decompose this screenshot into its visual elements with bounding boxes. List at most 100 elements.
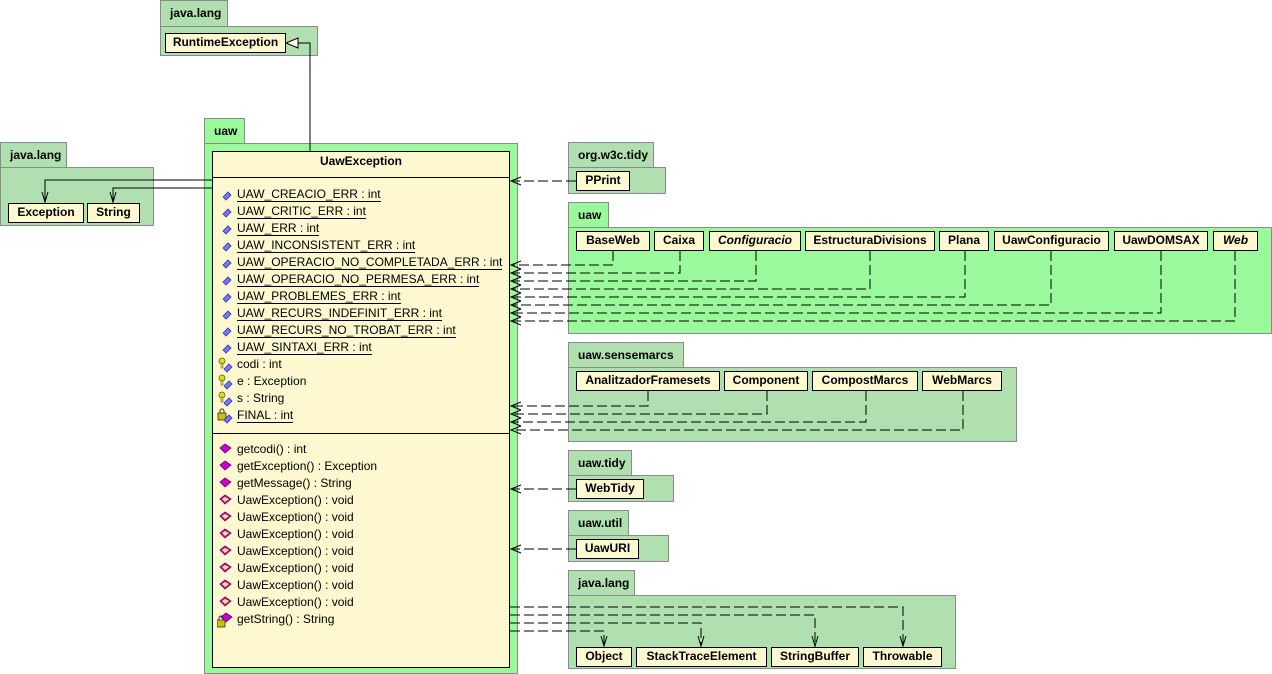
field-label: codi : int [237,357,282,371]
class-baseweb[interactable]: BaseWeb [576,231,650,251]
public-static-member-icon [222,310,232,320]
dependency-arrowhead [509,300,522,310]
method-item[interactable]: getString() : String [217,612,334,629]
dependency-arrowhead [811,635,819,648]
class-string[interactable]: String [87,203,140,223]
field-item[interactable]: UAW_OPERACIO_NO_COMPLETADA_ERR : int [222,255,503,272]
method-label: getException() : Exception [237,459,378,473]
dependency-line-uaw [512,251,966,298]
field-item[interactable]: FINAL : int [217,408,294,425]
constructor-member-icon [219,545,232,556]
constructor-member-icon [219,494,232,505]
field-item[interactable]: s : String [218,391,285,408]
field-label: FINAL : int [237,408,294,423]
class-throwable[interactable]: Throwable [863,647,942,667]
constructor-member-icon [219,562,232,573]
public-static-member-icon [222,242,232,252]
field-item[interactable]: codi : int [218,357,282,374]
method-item[interactable]: getMessage() : String [219,476,352,493]
field-label: UAW_INCONSISTENT_ERR : int [237,238,416,253]
class-webmarcs[interactable]: WebMarcs [922,371,1002,391]
method-item[interactable]: UawException() : void [219,510,354,527]
class-web[interactable]: Web [1213,231,1258,251]
field-item[interactable]: UAW_OPERACIO_NO_PERMESA_ERR : int [222,272,480,289]
package-name: uaw.util [578,516,623,530]
field-item[interactable]: UAW_CRITIC_ERR : int [222,204,366,221]
field-item[interactable]: UAW_SINTAXI_ERR : int [222,340,372,357]
package-name: uaw [214,124,238,138]
field-label: s : String [237,391,285,405]
dependency-arrowhead [509,484,522,494]
dependency-arrowhead [509,417,522,427]
method-label: UawException() : void [237,527,354,541]
class-uawdomsax[interactable]: UawDOMSAX [1114,231,1208,251]
class-compostmarcs[interactable]: CompostMarcs [812,371,918,391]
class-analitzadorframesets[interactable]: AnalitzadorFramesets [576,371,720,391]
class-runtime-exception[interactable]: RuntimeException [165,33,286,53]
field-item[interactable]: UAW_INCONSISTENT_ERR : int [222,238,416,255]
public-static-member-icon [222,225,232,235]
class-uawconfiguracio[interactable]: UawConfiguracio [994,231,1109,251]
dependency-arrowhead [509,268,522,278]
method-label: UawException() : void [237,544,354,558]
method-item[interactable]: getcodi() : int [219,442,307,459]
dependency-line-sensemarcs [512,391,964,431]
dependency-arrowhead [697,635,705,648]
method-item[interactable]: UawException() : void [219,527,354,544]
public-member-icon [219,477,232,488]
class-configuracio[interactable]: Configuracio [709,231,801,251]
class-webtidy[interactable]: WebTidy [576,479,644,499]
dependency-line-java-lang [510,622,702,647]
field-item[interactable]: UAW_RECURS_INDEFINIT_ERR : int [222,306,442,323]
method-label: UawException() : void [237,510,354,524]
field-label: e : Exception [237,374,307,388]
class-stringbuffer[interactable]: StringBuffer [771,647,859,667]
class-stacktraceelement[interactable]: StackTraceElement [636,647,767,667]
field-item[interactable]: UAW_ERR : int [222,221,320,238]
dependency-line-uaw [512,251,1052,306]
package-name: uaw.tidy [578,456,626,470]
method-item[interactable]: UawException() : void [219,578,354,595]
private-member-icon [217,612,233,628]
method-label: getcodi() : int [237,442,307,456]
dependency-line-uaw [512,251,1236,322]
method-item[interactable]: UawException() : void [219,544,354,561]
class-estructuradivisions[interactable]: EstructuraDivisions [805,231,935,251]
protected-member-icon [218,391,233,407]
class-component[interactable]: Component [724,371,808,391]
class-title: UawException [213,152,509,178]
package-name: java.lang [170,6,222,20]
package-tab-uaw-sensemarcs: uaw.sensemarcs [568,342,684,369]
package-name: uaw [578,208,602,222]
field-item[interactable]: e : Exception [218,374,307,391]
dependency-arrowhead [899,635,907,648]
public-static-member-icon [222,344,232,354]
dependency-arrowhead [109,191,117,204]
package-tab-uaw-tidy: uaw.tidy [568,450,632,477]
field-label: UAW_RECURS_NO_TROBAT_ERR : int [237,323,456,338]
method-item[interactable]: UawException() : void [219,595,354,612]
class-uawuri[interactable]: UawURI [576,539,639,559]
field-label: UAW_SINTAXI_ERR : int [237,340,372,355]
dependency-line-java-lang [510,630,605,647]
dependency-line-sensemarcs [512,391,867,423]
class-exception[interactable]: Exception [8,203,84,223]
field-label: UAW_PROBLEMES_ERR : int [237,289,401,304]
field-item[interactable]: UAW_PROBLEMES_ERR : int [222,289,401,306]
class-caixa[interactable]: Caixa [654,231,704,251]
field-item[interactable]: UAW_CREACIO_ERR : int [222,187,381,204]
class-pprint[interactable]: PPrint [576,171,630,191]
field-label: UAW_OPERACIO_NO_COMPLETADA_ERR : int [237,255,503,270]
method-item[interactable]: getException() : Exception [219,459,378,476]
dependency-arrowhead [509,425,522,435]
field-item[interactable]: UAW_RECURS_NO_TROBAT_ERR : int [222,323,456,340]
method-item[interactable]: UawException() : void [219,561,354,578]
dependency-line-uaw [512,251,614,266]
dependency-arrowhead [509,260,522,270]
class-plana[interactable]: Plana [939,231,989,251]
public-static-member-icon [222,327,232,337]
package-name: org.w3c.tidy [578,148,649,162]
method-item[interactable]: UawException() : void [219,493,354,510]
